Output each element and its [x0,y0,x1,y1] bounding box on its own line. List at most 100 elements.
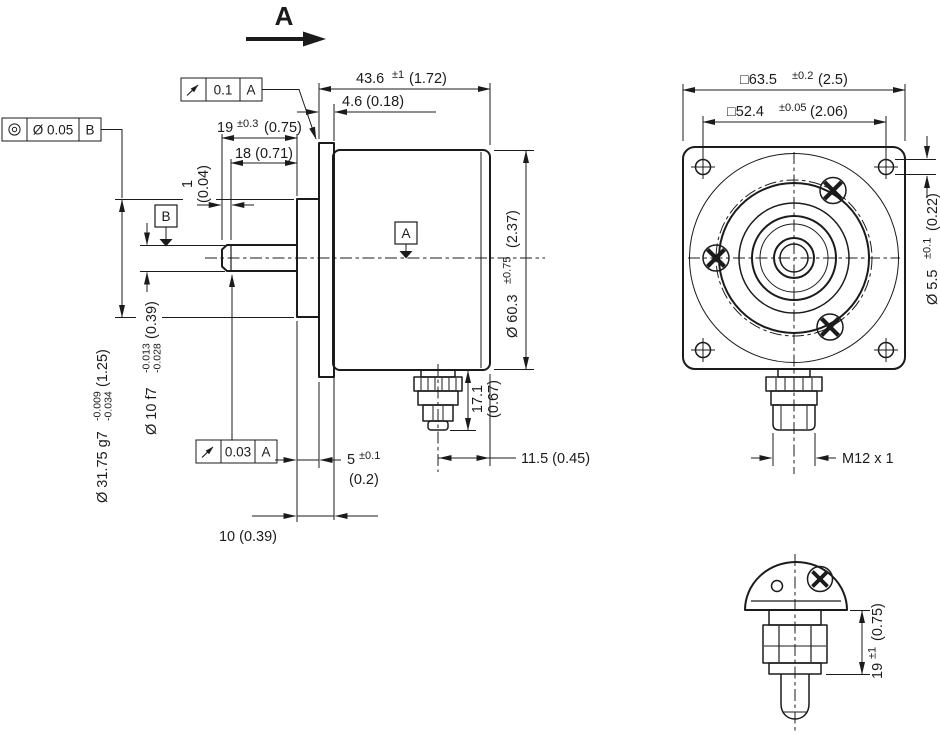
shaft-bore-circle [779,243,809,273]
m12-connector-front [765,368,823,431]
dim-pilot-fit: Ø 31.75 g7 -0.009 -0.034 (1.25) [92,199,294,503]
dim-face-to-body: 4.6 (0.18) [297,94,436,141]
servo-flange-pilot [296,198,320,318]
hub-inner-circle [759,223,829,293]
datum-b-label: B [161,209,170,224]
dim-inch: (2.06) [810,104,848,120]
runout-shaft-tolerance: 0.03 [225,445,251,460]
connector-tip [427,420,449,431]
runout-shaft-datum: A [261,445,270,460]
dim-text: 11.5 (0.45) [521,451,590,467]
dim-inch: (0.22) [925,193,940,231]
datum-a-label: A [401,226,410,241]
datum-b-flag: B [154,204,178,247]
datum-a-flag: A [394,221,418,259]
dim-inch: (0.04) [196,165,212,203]
gdt-concentricity-frame: Ø 0.05 B [1,117,123,198]
dim-tol: ±0.1 [922,238,934,259]
hub-outer-circle [751,215,837,301]
dim-body-diameter: Ø 60.3 ±0.75 (2.37) [494,150,534,370]
dim-text: □63.5 [740,72,777,88]
view-label: A [275,1,294,31]
dim-text: Ø 5.5 [925,270,940,305]
dim-shaft-usable: 18 (0.71) [230,146,298,240]
dim-inch: (0.75) [870,603,886,641]
concentricity-icon [8,123,21,136]
dim-shaft-length: 19 ±0.3 (0.75) [217,118,302,240]
dome-hole [770,579,784,593]
dim-tol-low: -0.028 [152,343,164,373]
gdt-runout-face-frame: 0.1 A [180,77,317,140]
dim-text: 5 [347,452,355,468]
dim-flange-size: □63.5 ±0.2 (2.5) [682,70,906,141]
dim-tol: ±1 [392,69,404,81]
side-view: A B 0.03 A 43.6 ±1 (1.72) 4.6 (0.18) [92,69,591,545]
dim-hole-pitch: □52.4 ±0.05 (2.06) [702,102,887,160]
concentricity-icon-center [11,126,18,133]
dim-inch: (0.75) [264,120,302,136]
shaft-circle [773,237,815,279]
dim-tol: ±1 [867,647,879,659]
runout-face-tolerance: 0.1 [214,83,233,98]
dim-text: Ø 10 f7 [144,387,160,435]
encoder-body [332,149,491,371]
body-outline-circle [689,153,899,363]
dim-hole-diameter: Ø 5.5 ±0.1 (0.22) [895,136,940,305]
dim-tol: ±0.05 [779,102,806,114]
dim-text: 18 (0.71) [235,146,293,162]
dim-pilot-length: 5 ±0.1 (0.2) [275,321,380,522]
dim-tol-low: -0.034 [103,391,115,421]
gland-ring [768,662,822,675]
cable [780,674,810,720]
clamp-screw [702,244,730,272]
dim-inch: (0.39) [144,301,160,339]
dome-screw [806,565,834,593]
dim-flange-length: 10 (0.39) [219,375,378,545]
clamp-ring-circle [718,182,870,334]
gdt-runout-shaft-frame: 0.03 A [195,274,278,464]
dim-tol: ±0.3 [237,118,258,130]
view-direction-arrow: A [246,1,326,47]
dim-text: 1 [180,180,196,188]
runout-icon [201,446,214,458]
clamp-screw [816,313,844,341]
dim-text: 4.6 (0.18) [342,94,404,110]
runout-face-leader [262,89,317,140]
view-arrow-head-icon [303,31,326,47]
dim-thread: M12 x 1 [751,433,894,467]
datum-b-triangle-icon [159,239,173,247]
dim-text: 19 [870,663,886,679]
dim-shaft-fit: Ø 10 f7 -0.013 -0.028 (0.39) [140,223,225,435]
mounting-hole [691,338,715,362]
dim-text: Ø 31.75 g7 [95,431,111,503]
dim-text: 17.1 [470,385,486,413]
mounting-hole [874,338,898,362]
dim-inch: (2.5) [818,72,848,88]
dim-tol-up: -0.009 [92,391,104,421]
concentricity-datum: B [85,123,94,138]
shaft [221,244,297,272]
dim-groove: 1 (0.04) [180,165,254,208]
dim-inch: (0.2) [349,472,379,488]
concentricity-leader [101,129,123,198]
dim-inch: (0.67) [486,380,502,418]
dim-text: 10 (0.39) [219,529,277,545]
dim-inch: (1.25) [95,349,111,387]
dim-tol: ±0.2 [792,70,813,82]
dim-text: Ø 60.3 [505,294,521,338]
dim-inch: (2.37) [505,210,521,248]
dim-text: □52.4 [727,104,764,120]
dim-cable-height: 19 ±1 (0.75) [826,603,886,679]
dim-connector-offset: 11.5 (0.45) [438,374,590,467]
connector-thread [772,404,816,431]
dome-cap [744,561,848,611]
runout-face-datum: A [246,83,255,98]
dim-tol-up: -0.013 [141,343,153,373]
front-view: □63.5 ±0.2 (2.5) □52.4 ±0.05 (2.06) Ø 5.… [682,70,940,474]
datum-a-triangle-icon [399,251,413,259]
concentricity-tolerance: Ø 0.05 [33,123,74,138]
dim-tol: ±0.1 [359,450,380,462]
dim-text: M12 x 1 [842,451,894,467]
